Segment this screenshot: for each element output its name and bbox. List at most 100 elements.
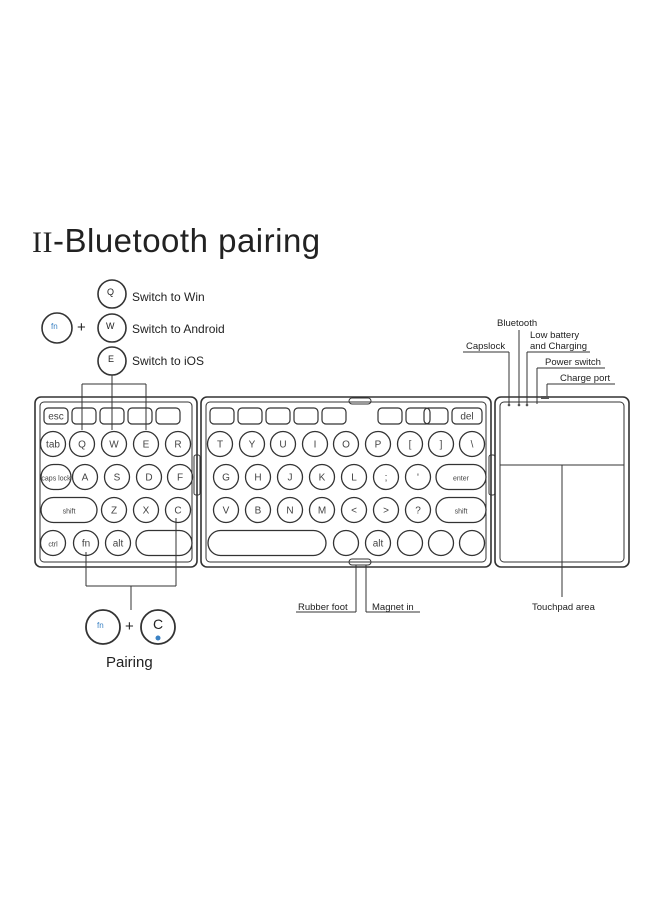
key-right-r3-3-label: M (318, 506, 326, 517)
key-right-r2-1-label: H (254, 473, 261, 484)
key-right-r1-2 (269, 430, 297, 458)
key-right-r1-5 (364, 430, 392, 458)
q-key-circle (97, 279, 127, 309)
key-right-r1-4-label: O (342, 440, 350, 451)
key-caps-lock-label: caps lock (41, 476, 71, 483)
top-magnet (348, 397, 372, 405)
switch-to-win-label: Switch to Win (132, 290, 205, 304)
and-charging-label: and Charging (530, 341, 588, 352)
key-left-r3-1 (132, 496, 160, 524)
section-number: II (32, 226, 53, 259)
key-right-r2-5-label: ; (385, 473, 388, 484)
key-right-r3-4 (340, 496, 368, 524)
key-left-r2-0 (71, 463, 99, 491)
key-left-r3-2 (164, 496, 192, 524)
section-title: II-Bluetooth pairing (32, 222, 321, 260)
charge-port-label: Charge port (560, 373, 611, 384)
fn-row-key-del-label: del (460, 412, 473, 423)
key-right-r3-2-label: N (286, 506, 293, 517)
key-right-r4-1-label: alt (373, 539, 384, 550)
key-left-r3-0-label: Z (111, 506, 117, 517)
fn-row-key-left-3 (127, 407, 153, 425)
key-right-r2-2 (276, 463, 304, 491)
key-left-shift (40, 496, 98, 524)
fn-row-key-left-1 (71, 407, 97, 425)
key-right-r1-6 (396, 430, 424, 458)
key-right-space (207, 529, 327, 557)
key-right-r3-0-label: V (223, 506, 230, 517)
fn-row-key-right-2 (265, 407, 291, 425)
key-right-r1-8 (458, 430, 486, 458)
key-right-r1-0 (206, 430, 234, 458)
key-right-r3-1 (244, 496, 272, 524)
key-left-r1-0 (39, 430, 67, 458)
fn-row-key-left-4 (155, 407, 181, 425)
plus-sign: + (77, 319, 86, 336)
key-right-r2-1 (244, 463, 272, 491)
key-caps-lock (40, 463, 72, 491)
key-left-r4-0 (39, 529, 67, 557)
key-right-r3-5-label: > (383, 506, 389, 517)
fn-row-key-right-5 (377, 407, 403, 425)
key-right-r1-0-label: T (217, 440, 223, 451)
key-left-r4-2-label: alt (113, 539, 124, 550)
key-right-r1-2-label: U (279, 440, 286, 451)
key-left-r1-1 (68, 430, 96, 458)
capslock-label: Capslock (466, 341, 506, 352)
key-left-shift-label: shift (63, 509, 76, 516)
bluetooth-label: Bluetooth (497, 318, 538, 329)
key-right-r4-3 (427, 529, 455, 557)
key-right-r4-4 (458, 529, 486, 557)
key-enter-label: enter (453, 476, 470, 483)
key-left-r1-2 (100, 430, 128, 458)
magnet-in-label: Magnet in (372, 602, 414, 613)
key-right-r1-5-label: P (375, 440, 382, 451)
pairing-plus-sign: + (125, 618, 134, 635)
key-right-r3-1-label: B (255, 506, 262, 517)
fn-row-key-del (451, 407, 483, 425)
key-left-r4-2 (104, 529, 132, 557)
key-right-r3-2 (276, 496, 304, 524)
key-right-r2-0 (212, 463, 240, 491)
key-right-r1-3-label: I (314, 440, 317, 451)
key-left-r4-1-label: fn (82, 539, 90, 550)
switch-to-ios-label: Switch to iOS (132, 354, 205, 368)
key-right-r4-2 (396, 529, 424, 557)
key-left-r2-3 (166, 463, 194, 491)
key-right-shift-label: shift (455, 509, 468, 516)
key-left-r3-1-label: X (143, 506, 150, 517)
fn-row-key-right-1 (237, 407, 263, 425)
low-battery-label: Low battery (530, 330, 580, 341)
pairing-c-label: C (153, 616, 164, 632)
key-left-r1-3-label: E (143, 440, 150, 451)
key-right-r3-6 (404, 496, 432, 524)
key-right-r1-4 (332, 430, 360, 458)
key-right-r3-0 (212, 496, 240, 524)
key-right-r2-4 (340, 463, 368, 491)
key-right-r1-1 (238, 430, 266, 458)
fn-row-key-right-7 (423, 407, 449, 425)
key-left-r1-0-label: tab (46, 440, 60, 451)
touchpad-area-label: Touchpad area (532, 602, 595, 613)
key-left-r2-2 (135, 463, 163, 491)
fn-row-key-right-6 (405, 407, 431, 425)
fn-row-key-right-3 (293, 407, 319, 425)
key-left-r3-2-label: C (174, 506, 181, 517)
key-right-r3-4-label: < (351, 506, 357, 517)
key-right-r1-7-label: ] (440, 440, 443, 451)
key-right-r1-1-label: Y (249, 440, 256, 451)
title-dash: - (52, 222, 65, 259)
key-left-r2-1-label: S (114, 473, 121, 484)
key-right-r3-6-label: ? (415, 506, 421, 517)
key-right-r1-6-label: [ (409, 440, 412, 451)
key-right-r2-5 (372, 463, 400, 491)
left-keyboard-panel (34, 396, 198, 568)
key-left-r1-4 (164, 430, 192, 458)
key-right-r1-7 (427, 430, 455, 458)
switch-to-android-label: Switch to Android (132, 322, 225, 336)
key-left-r1-1-label: Q (78, 440, 86, 451)
key-left-r3-0 (100, 496, 128, 524)
key-left-r2-2-label: D (145, 473, 152, 484)
key-left-r2-3-label: F (177, 473, 183, 484)
